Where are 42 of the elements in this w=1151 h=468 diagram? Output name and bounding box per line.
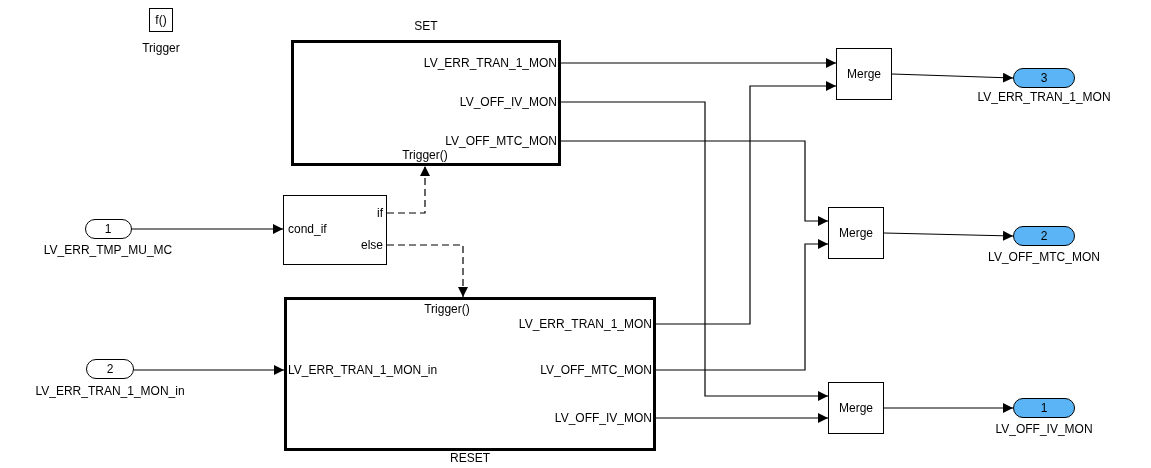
block-label: Trigger(): [402, 148, 448, 162]
block-label: cond_if: [288, 222, 327, 236]
block-label: f(): [155, 13, 167, 27]
block-label: Merge: [839, 401, 873, 415]
port-number: 1: [104, 222, 112, 236]
block-label: LV_OFF_IV_MON: [554, 411, 652, 425]
block-label: else: [361, 238, 383, 252]
block-label: LV_ERR_TMP_MU_MC: [43, 243, 173, 257]
signal-arrow: [891, 72, 1014, 83]
signal-arrow: [560, 58, 837, 68]
block-label: Merge: [839, 226, 873, 240]
block-label: LV_OFF_MTC_MON: [540, 363, 652, 377]
block-label: LV_OFF_MTC_MON: [445, 134, 557, 148]
port-number: 3: [1040, 71, 1048, 85]
signal-arrow: [655, 81, 837, 325]
block-label: Trigger: [142, 41, 180, 55]
block-label: if: [377, 206, 383, 220]
signal-arrow: [560, 101, 829, 401]
block-label: RESET: [450, 451, 490, 465]
block-label: LV_ERR_TRAN_1_MON: [423, 56, 557, 70]
signal-arrow: [655, 413, 829, 423]
block-label: LV_OFF_MTC_MON: [988, 250, 1100, 264]
signal-arrow: [883, 403, 1014, 413]
block-label: LV_ERR_TRAN_1_MON_in: [288, 363, 438, 377]
signal-arrow: [133, 365, 285, 375]
block-label: LV_ERR_TRAN_1_MON: [977, 90, 1111, 104]
block-label: LV_ERR_TRAN_1_MON: [518, 317, 652, 331]
port-number: 1: [1040, 401, 1048, 415]
block-label: LV_OFF_IV_MON: [995, 422, 1093, 436]
block-label: Merge: [847, 67, 881, 81]
signal-arrow: [386, 244, 468, 298]
port-number: 2: [1040, 229, 1048, 243]
port-number: 2: [106, 362, 114, 376]
block-label: Trigger(): [424, 302, 470, 316]
signal-arrow: [655, 239, 829, 371]
signal-arrow: [560, 140, 829, 226]
signal-arrow: [883, 230, 1014, 241]
block-label: LV_ERR_TRAN_1_MON_in: [35, 384, 185, 398]
signal-arrow: [386, 165, 430, 214]
block-label: LV_OFF_IV_MON: [459, 95, 557, 109]
block-label: SET: [414, 19, 438, 33]
signal-arrow: [131, 224, 284, 234]
